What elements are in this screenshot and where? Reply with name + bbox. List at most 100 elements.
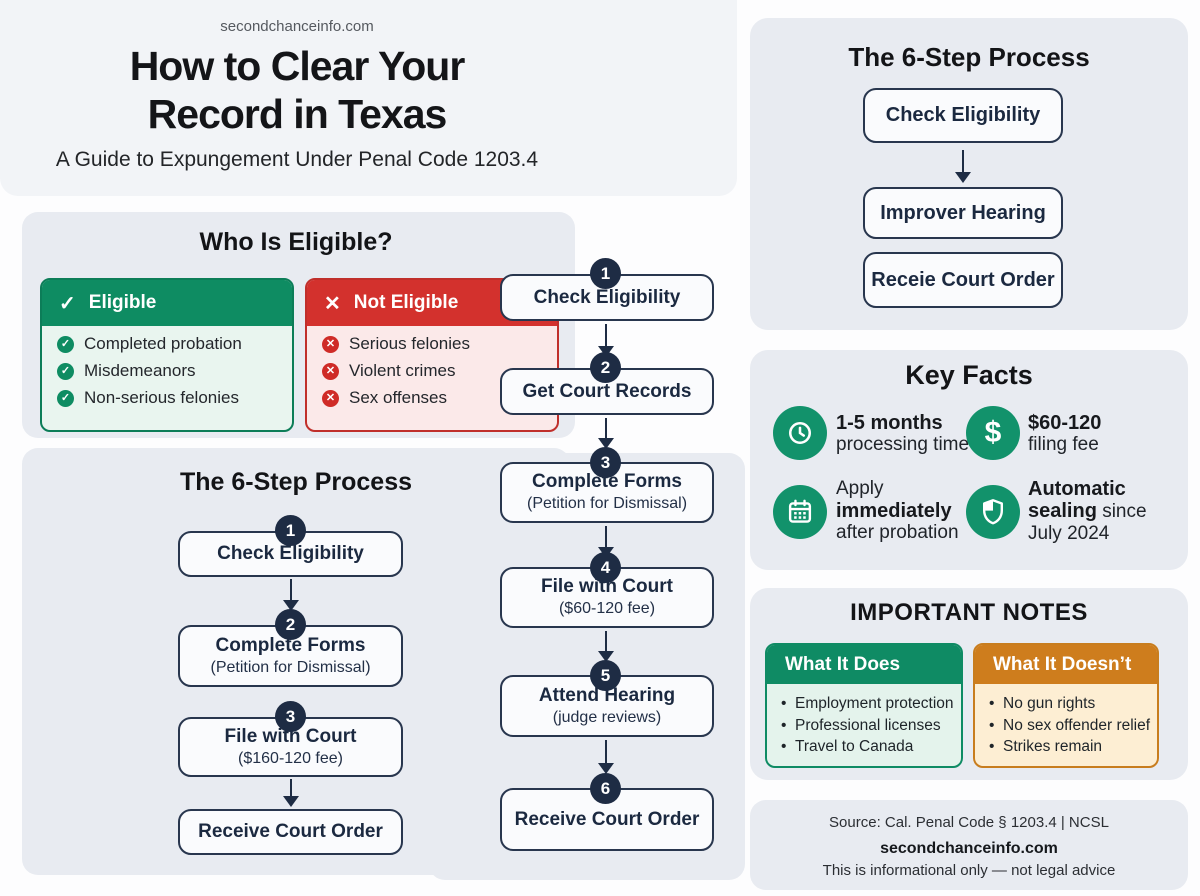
- step-badge: 2: [275, 609, 306, 640]
- shield-icon: [966, 485, 1020, 539]
- fact-value: immediately: [836, 500, 952, 522]
- check-circle-icon: ✓: [57, 335, 74, 353]
- footer-site: secondchanceinfo.com: [880, 840, 1058, 857]
- list-item: •No gun rights: [989, 693, 1151, 715]
- step-label: Complete Forms: [215, 634, 366, 656]
- step-badge: 4: [590, 552, 621, 583]
- note-item: Strikes remain: [1003, 738, 1103, 755]
- step-label: Check Eligibility: [533, 286, 681, 308]
- list-item: ✕ Serious felonies: [322, 334, 470, 354]
- step-label: Receie Court Order: [871, 268, 1055, 291]
- footer-disclaimer: This is informational only — not legal a…: [822, 862, 1116, 879]
- fact-caption: July 2024: [1028, 523, 1110, 544]
- fact-value: sealing: [1028, 500, 1097, 522]
- step-label: File with Court: [224, 725, 357, 747]
- step-badge: 3: [275, 701, 306, 732]
- check-circle-icon: ✓: [57, 362, 74, 380]
- note-item: No gun rights: [1003, 695, 1096, 712]
- main-step-box-6: Receive Court Order: [500, 788, 714, 851]
- x-circle-icon: ✕: [322, 389, 339, 407]
- footer-panel: [750, 800, 1188, 890]
- not-eligible-item: Sex offenses: [349, 388, 447, 407]
- step-badge: 1: [590, 258, 621, 289]
- footer-source: Source: Cal. Penal Code § 1203.4 | NCSL: [829, 814, 1109, 831]
- step-label: Receive Court Order: [198, 821, 383, 843]
- step-badge: 6: [590, 773, 621, 804]
- fact-caption: processing time: [836, 434, 970, 455]
- list-item: • Strikes remain: [989, 736, 1151, 758]
- key-facts-title: Key Facts: [905, 360, 1033, 390]
- step-sublabel: (Petition for Dismissal): [526, 495, 688, 513]
- eligible-card: ✓ Eligible ✓ Completed probation ✓ Misde…: [40, 278, 294, 432]
- eligible-card-header: ✓ Eligible: [42, 280, 292, 326]
- fact-value: 1-5 months: [836, 412, 943, 434]
- step-sublabel: (judge reviews): [552, 708, 662, 726]
- fact-filing-fee: $60-120 filing fee: [1028, 412, 1101, 456]
- eligible-item: Completed probation: [84, 334, 242, 353]
- list-item: ✕ Sex offenses: [322, 388, 447, 408]
- step-sublabel: ($160-120 fee): [238, 749, 343, 767]
- fact-caption: since: [1096, 501, 1147, 522]
- fact-caption: filing fee: [1028, 434, 1099, 455]
- step-badge: 1: [275, 515, 306, 546]
- not-eligible-card-title: Not Eligible: [353, 292, 459, 313]
- left-step-box-1: Check Eligibility: [178, 531, 403, 577]
- list-item: ✓ Misdemeanors: [57, 361, 196, 381]
- right-step-box-1: Check Eligibility: [863, 88, 1063, 143]
- arrow-down-icon: [598, 418, 614, 449]
- eligible-item: Non-serious felonies: [84, 388, 239, 407]
- arrow-down-icon: [283, 579, 299, 611]
- left-step-box-4: Receive Court Order: [178, 809, 403, 855]
- eligibility-title: Who Is Eligible?: [199, 228, 393, 256]
- what-it-doesnt-card: What It Doesn’t •No gun rights •No sex o…: [973, 643, 1159, 768]
- step-label: Check Eligibility: [217, 543, 364, 565]
- bullet-icon: •: [781, 738, 787, 755]
- note-item: No sex offender relief: [1003, 716, 1151, 734]
- right-step-box-2: Improver Hearing: [863, 187, 1063, 239]
- arrow-down-icon: [283, 779, 299, 807]
- left-process-title: The 6-Step Process: [179, 468, 413, 496]
- what-it-doesnt-list: •No gun rights •No sex offender relief •…: [975, 684, 1157, 758]
- what-it-does-header: What It Does: [767, 645, 961, 684]
- arrow-down-icon: [598, 324, 614, 357]
- list-item: • Professional licenses: [781, 715, 955, 737]
- step-badge: 3: [590, 447, 621, 478]
- list-item: • No sex offender relief: [989, 715, 1151, 737]
- note-item: Professional licenses: [795, 716, 941, 734]
- arrow-down-icon: [955, 150, 971, 183]
- calendar-icon: [773, 485, 827, 539]
- bullet-icon: •: [781, 716, 787, 734]
- step-label: Receive Court Order: [514, 808, 700, 830]
- arrow-down-icon: [598, 631, 614, 662]
- not-eligible-item: Violent crimes: [349, 361, 456, 380]
- fact-apply-timing: Apply immediately after probation: [836, 478, 959, 544]
- fact-automatic-sealing: Automatic sealing since July 2024: [1028, 478, 1147, 545]
- bullet-icon: •: [989, 738, 995, 755]
- page-title-line1: How to Clear Your: [129, 43, 466, 89]
- list-item: •Employment protection: [781, 693, 955, 715]
- arrow-down-icon: [598, 740, 614, 774]
- bullet-icon: •: [989, 716, 995, 734]
- fact-caption: after probation: [836, 522, 959, 543]
- page-title-line2: Record in Texas: [147, 91, 448, 138]
- bullet-icon: •: [781, 695, 787, 712]
- step-label: Attend Hearing: [538, 684, 676, 706]
- step-badge: 2: [590, 352, 621, 383]
- step-label: Complete Forms: [532, 471, 682, 493]
- step-label: File with Court: [541, 576, 673, 598]
- note-item: Travel to Canada: [795, 738, 914, 755]
- x-icon: ✕: [324, 292, 341, 315]
- fact-line: Apply: [836, 478, 884, 499]
- step-label: Get Court Records: [522, 380, 692, 402]
- fact-processing-time: 1-5 months processing time: [836, 412, 969, 456]
- list-item: ✕ Violent crimes: [322, 361, 455, 381]
- clock-icon: [773, 406, 827, 460]
- check-circle-icon: ✓: [57, 389, 74, 407]
- right-process-title: The 6-Step Process: [848, 42, 1090, 72]
- what-it-does-list: •Employment protection • Professional lic…: [767, 684, 961, 758]
- page-subtitle: A Guide to Expungement Under Penal Code …: [55, 148, 539, 171]
- list-item: ✓ Non-serious felonies: [57, 388, 239, 408]
- important-notes-title: IMPORTANT NOTES: [850, 599, 1088, 626]
